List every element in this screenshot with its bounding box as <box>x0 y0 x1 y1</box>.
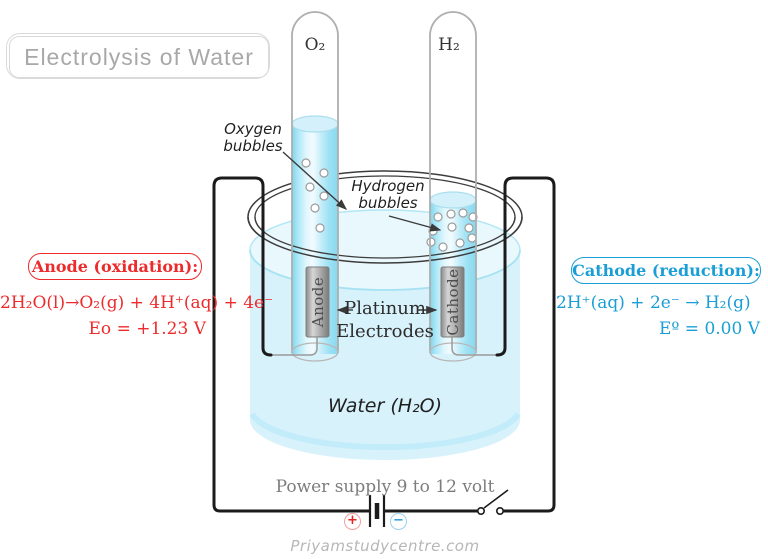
platinum-line1: Platinum <box>344 298 426 319</box>
platinum-line2: Electrodes <box>336 321 434 342</box>
hydrogen-bubbles-arrow <box>388 215 442 232</box>
circuit-wires <box>212 176 556 513</box>
water-label: Water (H₂O) <box>327 395 443 417</box>
anode-equation: 2H₂O(l)→O₂(g) + 4H⁺(aq) + 4e⁻ <box>0 293 274 313</box>
oxygen-bubbles-line1: Oxygen <box>224 120 282 138</box>
page-title: Electrolysis of Water <box>9 36 269 78</box>
power-supply-label: Power supply 9 to 12 volt <box>275 477 495 497</box>
cathode-potential: Eº = 0.00 V <box>659 319 760 339</box>
title-box: Electrolysis of Water <box>6 33 270 79</box>
hydrogen-bubbles-label: Hydrogen bubbles <box>338 178 438 212</box>
oxygen-bubbles-label: Oxygen bubbles <box>208 121 298 155</box>
watermark: Priyamstudycentre.com <box>290 537 480 555</box>
positive-terminal-badge: + <box>344 513 361 530</box>
cathode-heading: Cathode (reduction): <box>571 257 761 284</box>
electrode-bars <box>305 266 465 338</box>
battery-symbol <box>368 495 386 527</box>
electrode-lead-wires <box>272 337 498 356</box>
oxygen-bubbles <box>301 158 329 233</box>
cathode-equation: 2H⁺(aq) + 2e⁻ → H₂(g) <box>556 293 751 313</box>
hydrogen-bubbles <box>426 208 478 252</box>
anode-bar-label: Anode <box>309 276 327 328</box>
oxygen-bubbles-arrow <box>282 151 348 210</box>
test-tubes-glass <box>291 11 477 362</box>
negative-terminal-badge: − <box>390 513 407 530</box>
cathode-bar-label: Cathode <box>444 268 462 336</box>
switch <box>476 489 509 515</box>
hydrogen-bubbles-line1: Hydrogen <box>351 177 425 195</box>
annotation-arrows <box>282 151 442 315</box>
hydrogen-bubbles-line2: bubbles <box>358 194 418 212</box>
hydrogen-gas-label: H₂ <box>438 35 460 55</box>
oxygen-gas-label: O₂ <box>304 35 326 55</box>
platinum-electrodes-label: Platinum Electrodes <box>330 297 440 343</box>
anode-potential: Eo = +1.23 V <box>88 319 206 339</box>
oxygen-bubbles-line2: bubbles <box>223 137 283 155</box>
anode-heading: Anode (oxidation): <box>28 253 202 280</box>
